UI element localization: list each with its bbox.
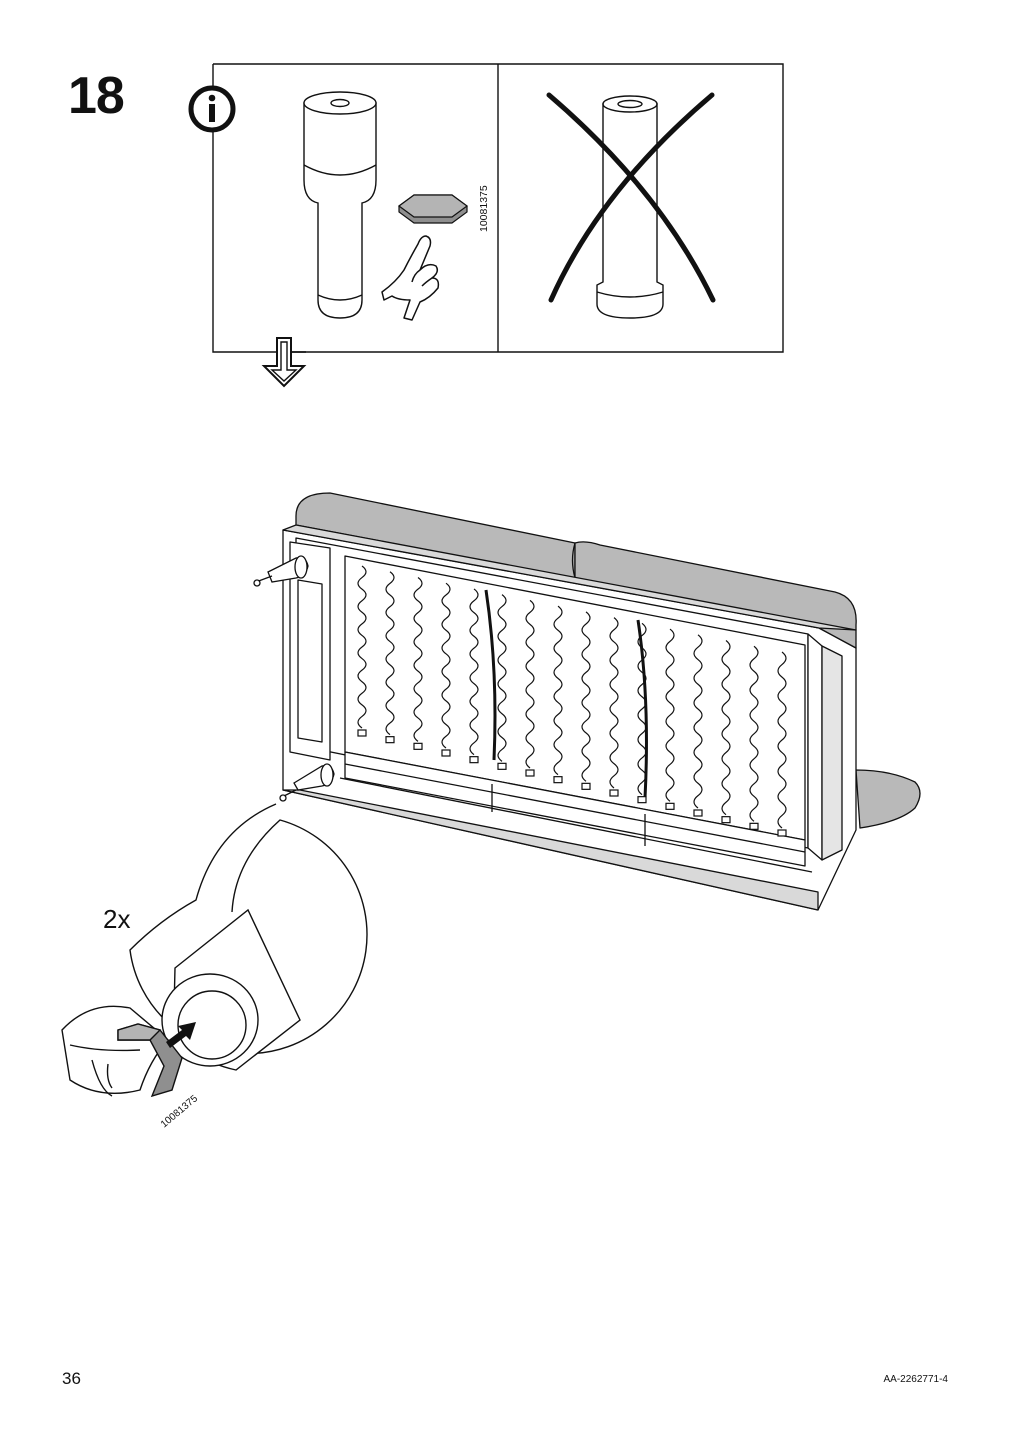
- spring: [497, 594, 507, 762]
- spring: [721, 640, 731, 816]
- spring: [469, 588, 479, 756]
- spring: [609, 617, 619, 789]
- spring-clip: [721, 816, 731, 824]
- push-arrow-icon: [166, 1022, 196, 1048]
- springs: [357, 565, 787, 837]
- spring: [693, 634, 703, 809]
- spring-clip: [693, 809, 703, 817]
- quantity-label: 2x: [103, 904, 130, 934]
- spring: [553, 605, 563, 776]
- cross-mark-icon: [546, 92, 716, 303]
- info-icon: [188, 85, 236, 133]
- step-number: 18: [68, 67, 125, 125]
- down-arrow-icon: [261, 337, 307, 388]
- spring: [581, 611, 591, 782]
- spring: [385, 571, 395, 736]
- spring: [749, 645, 759, 822]
- spring-clip: [497, 762, 507, 770]
- page-number: 36: [62, 1369, 81, 1388]
- spring-clip: [665, 802, 675, 810]
- spring-clip: [469, 756, 479, 764]
- document-code: AA-2262771-4: [883, 1374, 949, 1385]
- spring: [357, 565, 367, 729]
- info-part-number: 10081375: [478, 185, 490, 232]
- leg-correct: [303, 91, 377, 319]
- spring: [777, 651, 787, 829]
- spring: [525, 599, 535, 769]
- detail-part-number: 10081375: [159, 1093, 200, 1130]
- spring-clip: [525, 769, 535, 777]
- spring: [665, 628, 675, 802]
- detail-leg: [161, 908, 301, 1071]
- spring-clip: [553, 776, 563, 784]
- spring-clip: [637, 796, 647, 804]
- spring-clip: [441, 749, 451, 757]
- spring-clip: [609, 789, 619, 797]
- info-panel: [212, 63, 784, 353]
- spring-clip: [581, 782, 591, 790]
- detail-hand: [61, 1005, 170, 1097]
- spring: [413, 576, 423, 742]
- sofa-leg-bottom: [279, 763, 335, 802]
- spring: [637, 622, 647, 796]
- spring-clip: [749, 822, 759, 830]
- spring: [441, 582, 451, 749]
- pressing-hand: [381, 235, 440, 321]
- spring-clip: [385, 736, 395, 744]
- spring-clip: [413, 742, 423, 750]
- sofa-bottom: [282, 492, 921, 911]
- spring-clip: [777, 829, 787, 837]
- sofa-leg-top: [253, 555, 309, 587]
- spring-clip: [357, 729, 367, 737]
- felt-pad: [397, 194, 469, 224]
